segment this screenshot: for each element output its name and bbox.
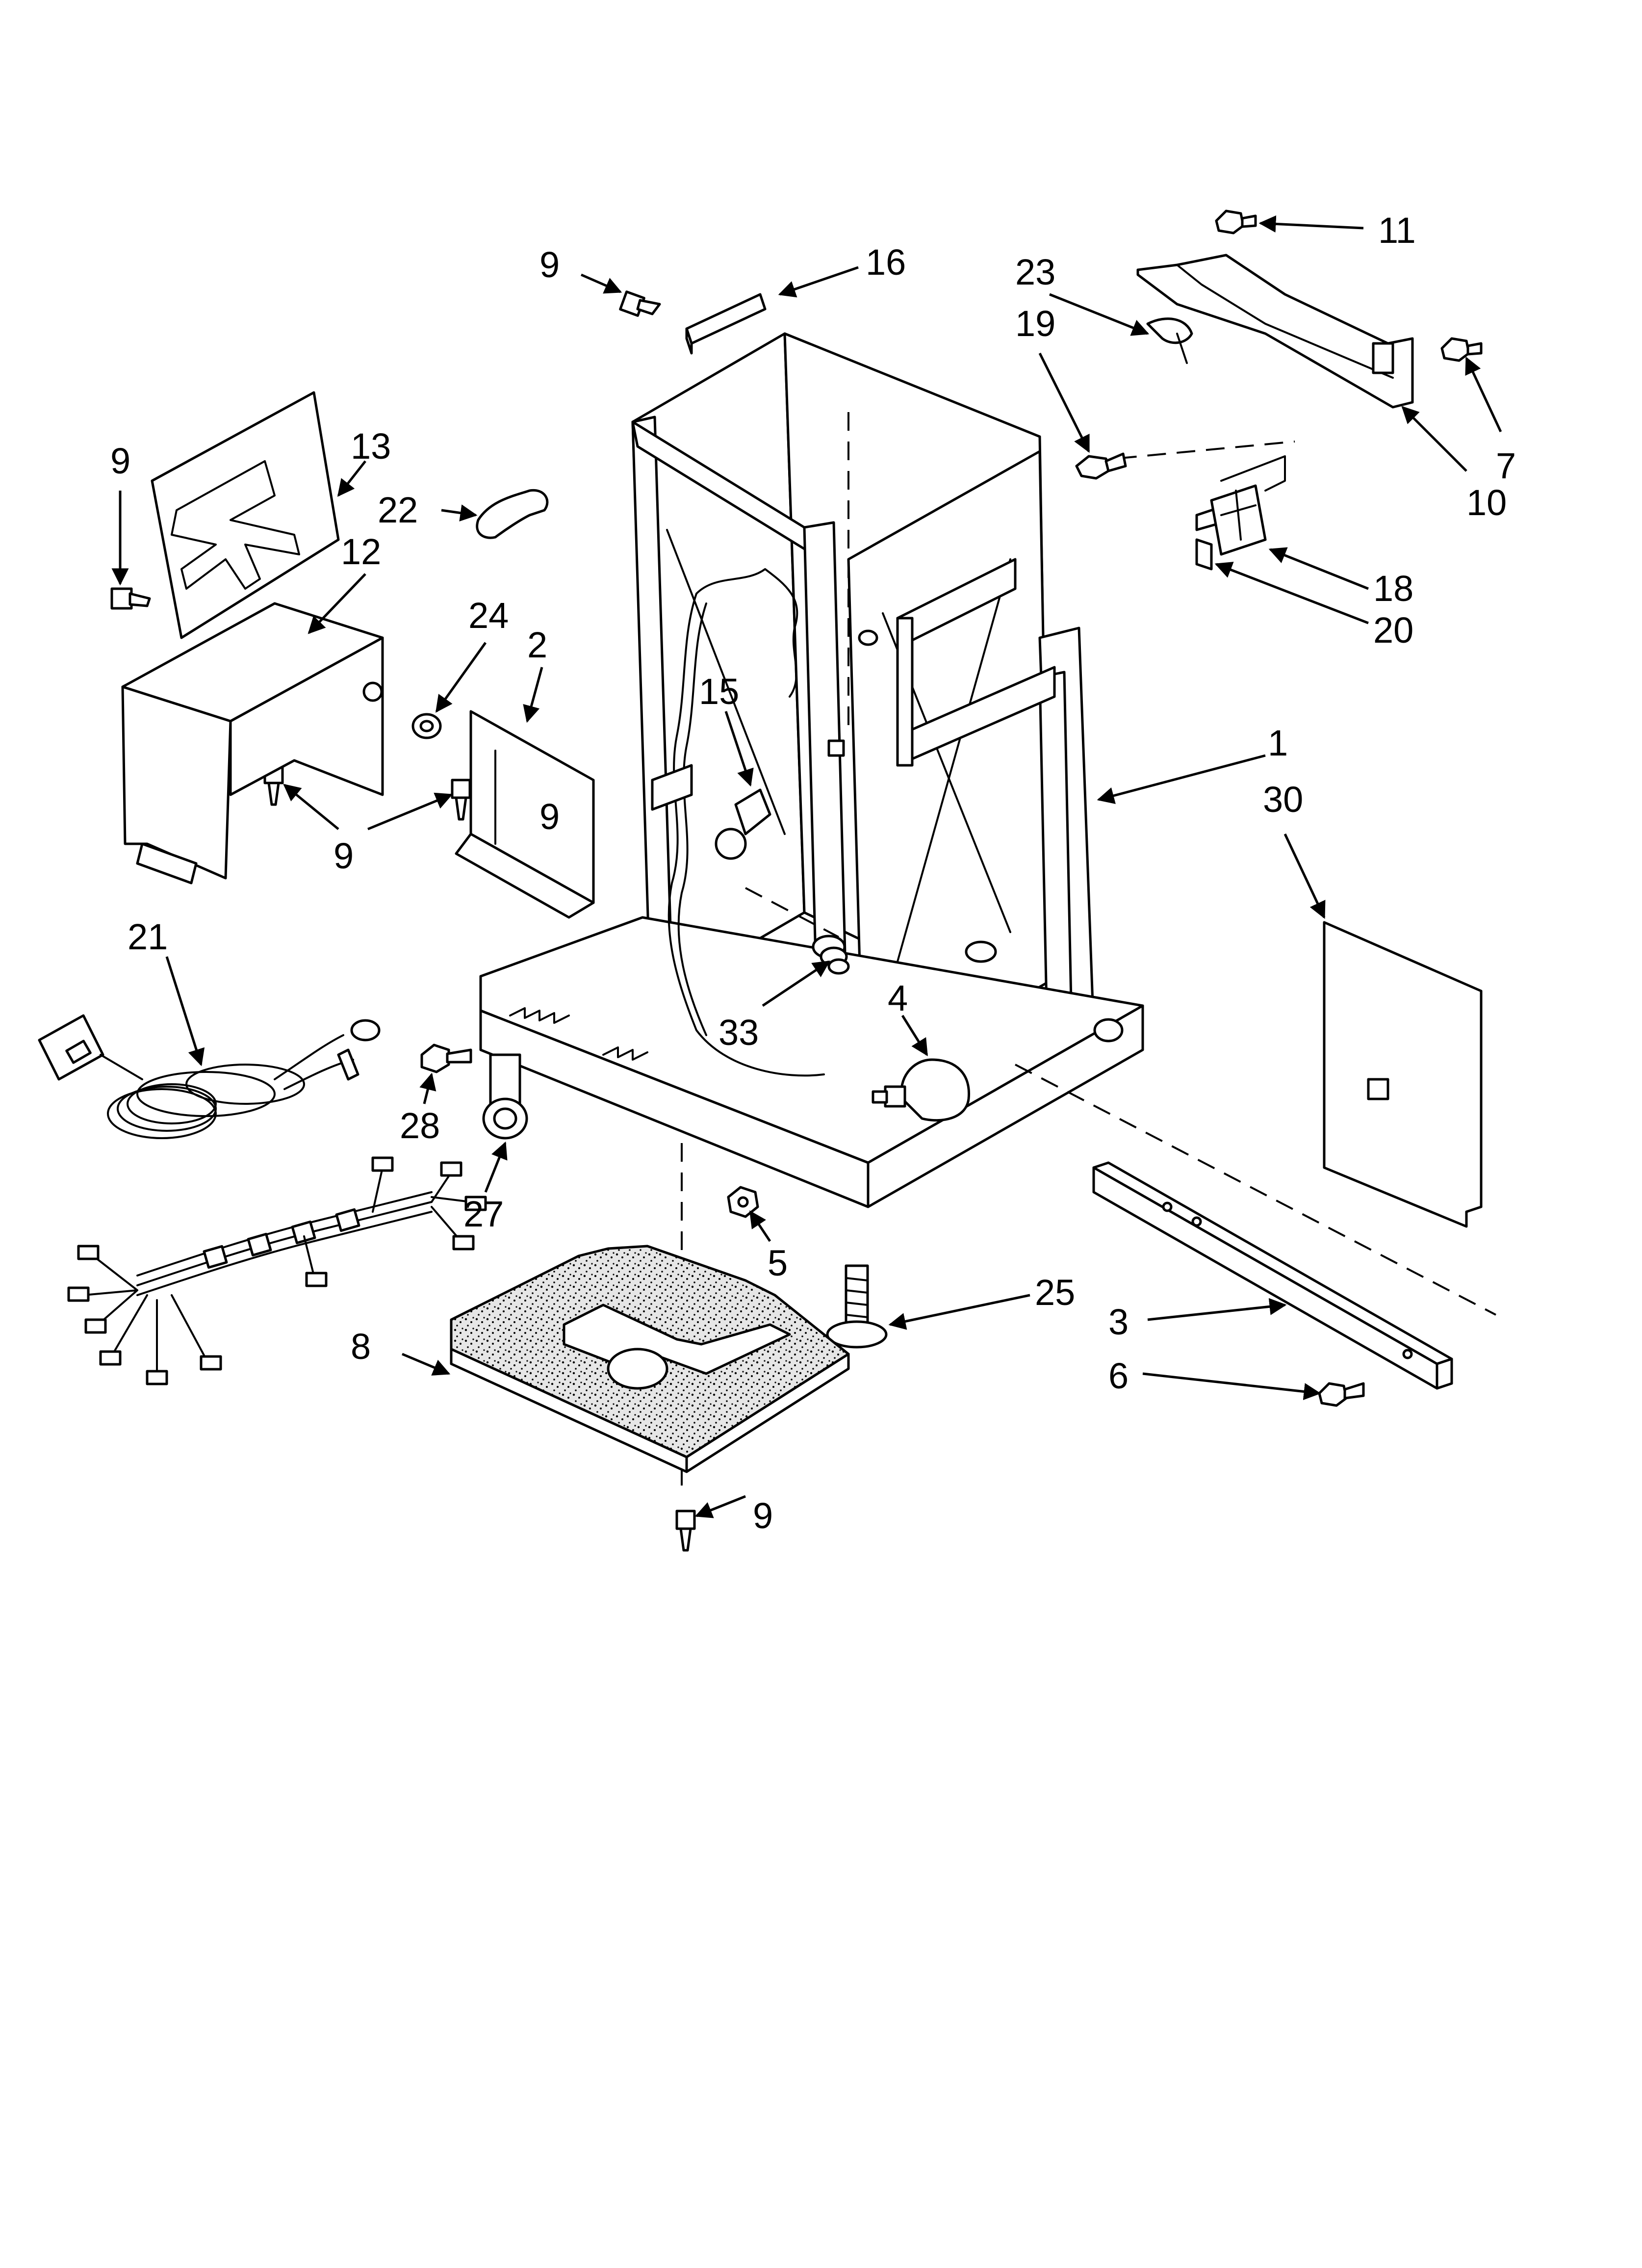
callout-label: 9	[539, 796, 560, 837]
wiring-harness-part-21	[67, 1156, 487, 1385]
top-bracket-part-10	[1136, 254, 1414, 409]
callout-label: 3	[1108, 1302, 1129, 1342]
screw-part-19	[1075, 452, 1127, 480]
callout-label: 11	[1378, 210, 1416, 251]
callout-label: 20	[1373, 610, 1413, 651]
power-cord-part-21	[38, 1014, 381, 1139]
callout-label: 4	[888, 978, 908, 1018]
callout-label: 9	[539, 244, 560, 285]
callout-label: 2	[527, 625, 547, 665]
switch-part-18	[1210, 455, 1286, 556]
wing-nut-part-23	[1146, 317, 1193, 364]
callout-label: 8	[351, 1326, 371, 1367]
callout-label: 5	[768, 1243, 788, 1283]
callout-label: 19	[1015, 303, 1055, 344]
screw-part-28	[420, 1043, 472, 1073]
cord-clamp-part-27	[482, 1053, 528, 1140]
callout-label: 21	[128, 916, 168, 957]
leveling-leg-part-25	[826, 1264, 888, 1349]
nut-part-5	[727, 1186, 759, 1218]
callout-label: 24	[468, 595, 509, 636]
screw-part-9-base	[675, 1510, 696, 1552]
grommet-part-24	[411, 713, 442, 739]
callout-label: 9	[110, 441, 130, 481]
callout-label: 22	[378, 490, 418, 530]
insulation-pad-part-8	[450, 1245, 850, 1473]
callout-label: 9	[753, 1495, 773, 1536]
callout-leaders	[111, 215, 1502, 1518]
cabinet-frame-part-1	[479, 332, 1144, 1208]
top-bracket-part-16	[685, 293, 767, 355]
callout-label: 12	[341, 531, 381, 572]
callout-label: 7	[1496, 445, 1516, 486]
callout-label: 6	[1108, 1356, 1129, 1396]
screw-part-9-cover	[451, 779, 471, 821]
callout-label: 9	[334, 835, 354, 876]
callout-label: 1	[1268, 723, 1288, 763]
side-panel-part-30	[1323, 921, 1483, 1228]
callout-label: 13	[351, 426, 391, 467]
callout-label: 15	[699, 671, 739, 712]
callout-label: 25	[1035, 1272, 1075, 1313]
screw-part-9-left-panel	[110, 587, 151, 610]
connector-part-15	[651, 764, 771, 835]
callout-label: 16	[866, 242, 906, 283]
screw-part-9-top	[619, 290, 661, 317]
callout-label: 10	[1466, 482, 1507, 523]
screw-part-11	[1215, 209, 1257, 235]
callout-label: 28	[400, 1105, 440, 1146]
base-rail-part-3	[1092, 1161, 1453, 1390]
screw-part-6	[1318, 1382, 1365, 1407]
callout-labels: 1 2 3 4 5 6 7 8 9 9 9 9 9 10 11 12 13 15…	[110, 210, 1516, 1536]
cover-plate-part-2	[455, 710, 595, 919]
callout-label: 18	[1373, 568, 1413, 609]
motor-part-4	[872, 1058, 971, 1122]
clip-part-22	[476, 489, 549, 539]
callout-label: 23	[1015, 252, 1055, 292]
callout-label: 30	[1263, 779, 1303, 820]
rear-panel-part-13	[151, 391, 340, 639]
callout-label: 27	[463, 1194, 504, 1234]
callout-label: 33	[718, 1012, 759, 1053]
screw-part-7	[1440, 337, 1483, 362]
